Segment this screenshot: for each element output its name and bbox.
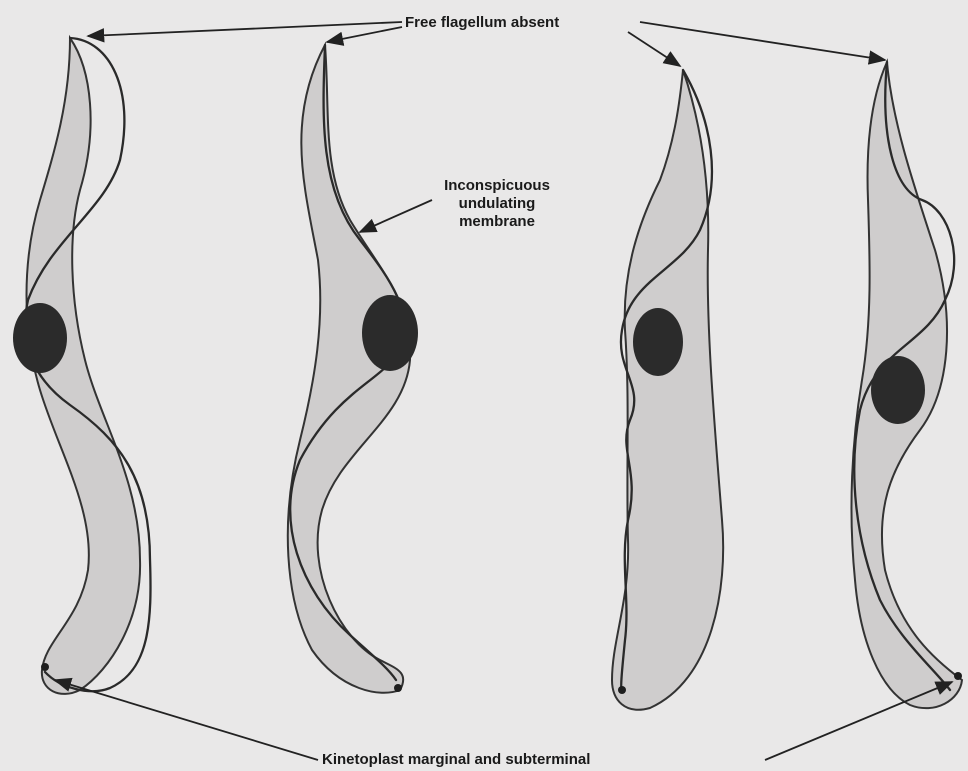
kinetoplast: [41, 663, 49, 671]
label-line-1: Inconspicuous: [432, 177, 562, 195]
arrow-kinetoplast-left: [55, 680, 318, 760]
organism-1: [13, 38, 151, 694]
organism-3: [612, 70, 723, 710]
arrow-kinetoplast-right: [765, 682, 952, 760]
nucleus: [633, 308, 683, 376]
label-undulating-membrane: Inconspicuous undulating membrane: [432, 177, 562, 231]
arrow-to-organism-2: [327, 27, 402, 42]
label-free-flagellum-absent: Free flagellum absent: [405, 14, 559, 32]
arrow-undulating-membrane: [360, 200, 432, 232]
cell-body: [612, 70, 723, 710]
kinetoplast: [394, 684, 402, 692]
label-kinetoplast: Kinetoplast marginal and subterminal: [322, 751, 590, 769]
label-line-3: membrane: [432, 213, 562, 231]
kinetoplast: [954, 672, 962, 680]
nucleus: [362, 295, 418, 371]
arrow-to-organism-4: [640, 22, 885, 60]
organism-4: [851, 62, 962, 708]
kinetoplast: [618, 686, 626, 694]
nucleus: [871, 356, 925, 424]
arrows-kinetoplast: [55, 680, 952, 760]
nucleus: [13, 303, 67, 373]
arrow-to-organism-1: [88, 22, 402, 36]
organism-2: [288, 45, 418, 693]
label-line-2: undulating: [432, 195, 562, 213]
arrow-to-organism-3: [628, 32, 680, 66]
